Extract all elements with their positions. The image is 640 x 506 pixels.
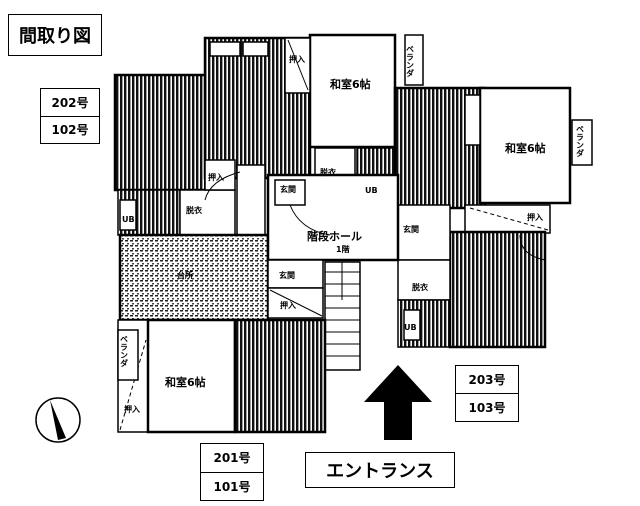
unit-202: 202号 bbox=[51, 95, 89, 110]
room-washitsu-top bbox=[308, 33, 397, 149]
compass-icon bbox=[35, 397, 81, 443]
room-washitsu-right bbox=[478, 86, 572, 205]
label-oshiire: 押入 bbox=[289, 54, 305, 64]
label-oshiire: 押入 bbox=[124, 404, 140, 414]
unit-203: 203号 bbox=[468, 373, 506, 387]
label-hall-floor: 1階 bbox=[336, 244, 350, 254]
unit-label-bottom: 201号 101号 bbox=[200, 443, 264, 501]
label-stair-hall: 階段ホール bbox=[307, 229, 362, 243]
unit-102: 102号 bbox=[41, 115, 99, 144]
label-oshiire: 押入 bbox=[208, 172, 224, 182]
veranda-left bbox=[117, 329, 139, 381]
veranda-top bbox=[404, 34, 424, 86]
label-ub: UB bbox=[404, 323, 417, 332]
label-datsui: 脱衣 bbox=[320, 167, 336, 177]
label-washitsu-top: 和室6帖 bbox=[330, 77, 371, 91]
unit-103: 103号 bbox=[456, 393, 518, 421]
label-veranda: ベランダ bbox=[120, 335, 129, 368]
label-oshiire: 押入 bbox=[280, 300, 296, 310]
label-ub: UB bbox=[365, 186, 378, 195]
label-datsui: 脱衣 bbox=[412, 282, 428, 292]
room-flooring-202-left bbox=[113, 73, 212, 192]
veranda-right bbox=[571, 119, 593, 166]
room-flooring-201 bbox=[233, 318, 327, 434]
label-washitsu-bottom: 和室6帖 bbox=[165, 375, 206, 389]
room-kitchen bbox=[118, 233, 270, 322]
label-washitsu-right: 和室6帖 bbox=[505, 141, 546, 155]
label-oshiire: 押入 bbox=[527, 212, 543, 222]
room-flooring-203-lower bbox=[448, 230, 547, 349]
room-washitsu-bottom bbox=[146, 318, 237, 434]
label-ub: UB bbox=[122, 215, 135, 224]
label-genkan: 玄関 bbox=[280, 184, 296, 194]
page-title: 間取り図 bbox=[8, 14, 102, 56]
unit-101: 101号 bbox=[201, 471, 263, 501]
unit-label-left: 202号 102号 bbox=[40, 88, 100, 144]
label-genkan: 玄関 bbox=[403, 224, 419, 234]
entrance-label: エントランス bbox=[305, 452, 455, 488]
unit-label-right: 203号 103号 bbox=[455, 365, 519, 422]
label-datsui: 脱衣 bbox=[186, 205, 202, 215]
unit-201: 201号 bbox=[213, 451, 251, 466]
label-genkan: 玄関 bbox=[279, 270, 295, 280]
label-veranda: ベランダ bbox=[406, 45, 415, 78]
label-veranda: ベランダ bbox=[576, 125, 585, 158]
label-kitchen: 台所 bbox=[177, 270, 193, 280]
entrance-arrow-icon bbox=[364, 365, 432, 440]
